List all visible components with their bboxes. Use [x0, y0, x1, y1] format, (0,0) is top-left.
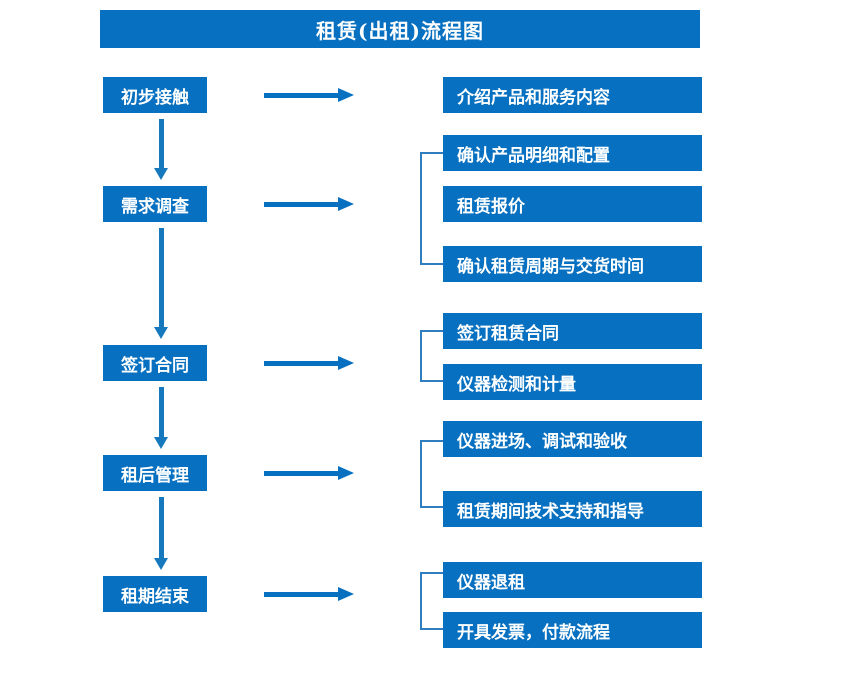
detail-box-2[interactable]: 确认产品明细和配置	[443, 135, 702, 171]
stage-box-5[interactable]: 租期结束	[103, 576, 207, 612]
group-bracket-5	[420, 572, 443, 630]
detail-box-5[interactable]: 签订租赁合同	[443, 313, 702, 349]
horizontal-arrow-icon-1	[264, 88, 354, 102]
horizontal-arrow-icon-3	[264, 356, 354, 370]
group-bracket-4	[420, 440, 443, 508]
detail-box-3[interactable]: 租赁报价	[443, 186, 702, 222]
stage-box-1[interactable]: 初步接触	[103, 77, 207, 113]
detail-box-10[interactable]: 开具发票，付款流程	[443, 612, 702, 648]
detail-box-8[interactable]: 租赁期间技术支持和指导	[443, 491, 702, 527]
horizontal-arrow-icon-5	[264, 587, 354, 601]
detail-box-7[interactable]: 仪器进场、调试和验收	[443, 421, 702, 457]
detail-box-6[interactable]: 仪器检测和计量	[443, 364, 702, 400]
vertical-arrow-icon-4	[154, 497, 168, 570]
stage-box-4[interactable]: 租后管理	[103, 455, 207, 491]
detail-box-4[interactable]: 确认租赁周期与交货时间	[443, 246, 702, 282]
page-title: 租赁(出租)流程图	[100, 10, 700, 48]
vertical-arrow-icon-2	[154, 228, 168, 339]
vertical-arrow-icon-3	[154, 387, 168, 449]
vertical-arrow-icon-1	[154, 119, 168, 180]
stage-box-2[interactable]: 需求调查	[103, 186, 207, 222]
detail-box-1[interactable]: 介绍产品和服务内容	[443, 77, 702, 113]
group-bracket-3	[420, 330, 443, 382]
group-bracket-2	[420, 152, 443, 265]
horizontal-arrow-icon-4	[264, 466, 354, 480]
horizontal-arrow-icon-2	[264, 197, 354, 211]
detail-box-9[interactable]: 仪器退租	[443, 562, 702, 598]
stage-box-3[interactable]: 签订合同	[103, 345, 207, 381]
